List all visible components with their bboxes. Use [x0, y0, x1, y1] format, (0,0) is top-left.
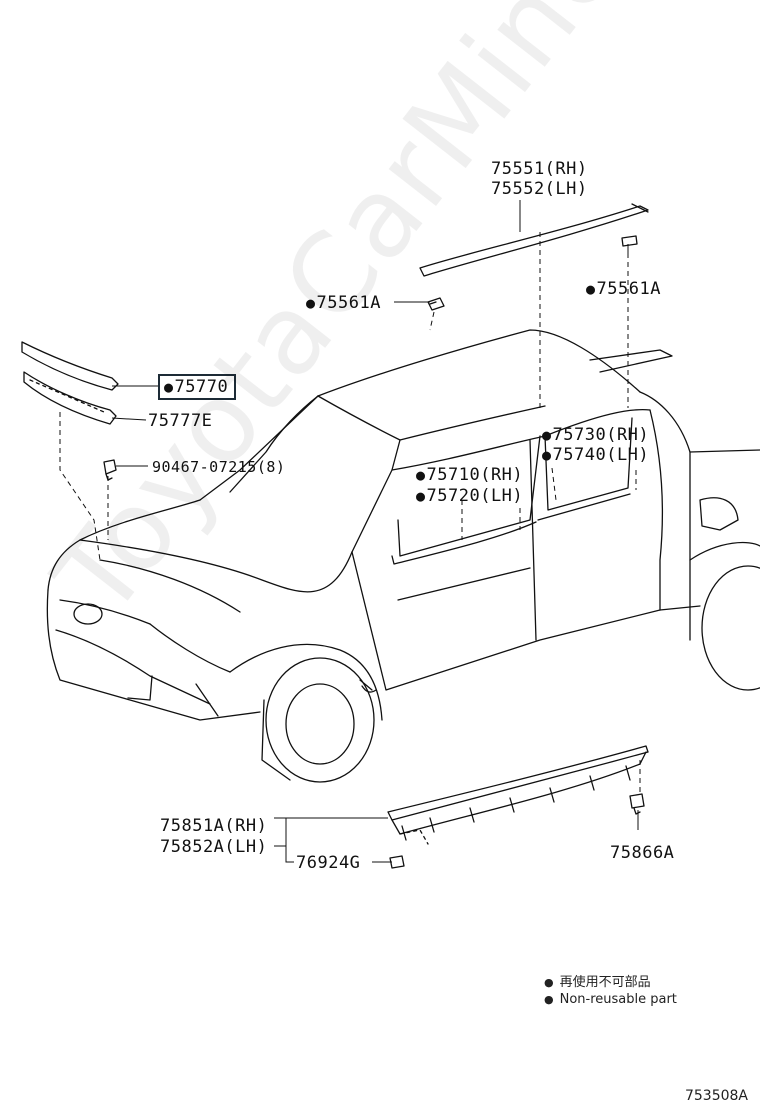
vehicle-outline — [46, 329, 760, 783]
label-75552: 75552(LH) — [491, 179, 588, 199]
dashed-guide-lines — [59, 232, 641, 792]
legend-jp-text: 再使用不可部品 — [559, 975, 651, 990]
label-75720: 75720(LH) — [416, 485, 523, 507]
label-75770-highlighted[interactable]: 75770 — [158, 374, 237, 400]
roof-molding-part — [419, 203, 649, 277]
bullet-icon: ● — [544, 976, 554, 989]
bullet-icon: ● — [544, 993, 554, 1006]
roof-clip-left — [427, 297, 445, 311]
label-75866a: 75866A — [610, 843, 675, 863]
rocker-molding-part — [387, 745, 649, 845]
label-75777e: 75777E — [148, 411, 213, 431]
label-75740: 75740(LH) — [542, 444, 649, 466]
label-75852a: 75852A(LH) — [160, 837, 268, 857]
label-76924g: 76924G — [296, 853, 361, 873]
rocker-clip — [629, 793, 645, 815]
hood-molding-part — [21, 341, 119, 425]
legend-en: ● Non-reusable part — [544, 991, 677, 1008]
diagram-code: 753508A — [684, 1088, 748, 1104]
label-75851a: 75851A(RH) — [160, 816, 268, 836]
label-75730: 75730(RH) — [542, 424, 649, 446]
label-90467: 90467-07215(8) — [152, 458, 286, 476]
label-75551: 75551(RH) — [491, 159, 588, 179]
legend-en-text: Non-reusable part — [559, 992, 677, 1007]
legend-jp: ● 再使用不可部品 — [544, 974, 651, 991]
leader-lines — [111, 200, 639, 863]
roof-clip-right — [621, 235, 638, 247]
label-75561a-left: 75561A — [306, 292, 381, 314]
label-75561a-right: 75561A — [586, 278, 661, 300]
rocker-small-clip — [389, 855, 405, 869]
label-75710: 75710(RH) — [416, 464, 523, 486]
